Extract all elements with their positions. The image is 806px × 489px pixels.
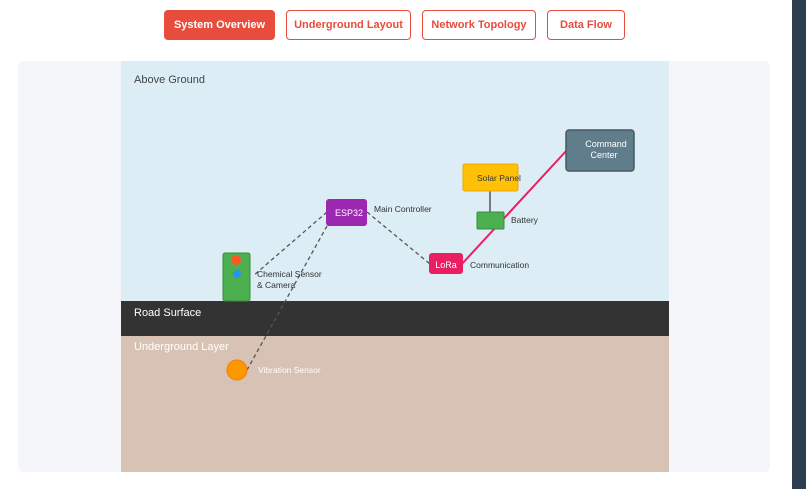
- chemical-sensor-indicator: [231, 255, 241, 265]
- underground-layer-label: Underground Layer: [134, 341, 229, 353]
- above-ground-label: Above Ground: [134, 74, 205, 86]
- above-ground-layer: [121, 61, 669, 301]
- tab-system-overview[interactable]: System Overview: [164, 10, 275, 40]
- chemical-sensor-caption-line1: Chemical Sensor: [257, 269, 322, 279]
- link-esp32-chem-sensor: [252, 211, 328, 277]
- battery-caption: Battery: [511, 215, 539, 225]
- command-center-label-line1: Command: [585, 139, 627, 149]
- view-tabs: System Overview Underground Layout Netwo…: [0, 10, 790, 40]
- camera-lens-icon: [233, 270, 241, 278]
- lora-node[interactable]: [429, 253, 463, 274]
- solar-panel-label: Solar Panel: [477, 173, 521, 183]
- lora-caption: Communication: [470, 260, 529, 270]
- chemical-sensor-caption-line2: & Camera: [257, 280, 296, 290]
- tab-network-topology[interactable]: Network Topology: [422, 10, 536, 40]
- solar-panel-node[interactable]: [462, 163, 519, 192]
- underground-layer: [121, 336, 669, 472]
- battery-node[interactable]: [476, 211, 505, 230]
- lora-label: LoRa: [435, 260, 457, 270]
- esp32-label: ESP32: [335, 208, 363, 218]
- vibration-sensor-node[interactable]: [226, 359, 248, 381]
- esp32-caption: Main Controller: [374, 204, 432, 214]
- road-surface-label: Road Surface: [134, 307, 201, 319]
- link-lora-command-center: [460, 149, 568, 266]
- road-surface-layer: [121, 301, 669, 336]
- command-center-node[interactable]: [565, 129, 635, 172]
- tab-underground-layout[interactable]: Underground Layout: [286, 10, 411, 40]
- esp32-node[interactable]: [326, 199, 367, 226]
- scrollbar[interactable]: [792, 0, 806, 489]
- command-center-label-line2: Center: [590, 150, 617, 160]
- vibration-sensor-caption: Vibration Sensor: [258, 365, 321, 375]
- tab-data-flow[interactable]: Data Flow: [547, 10, 625, 40]
